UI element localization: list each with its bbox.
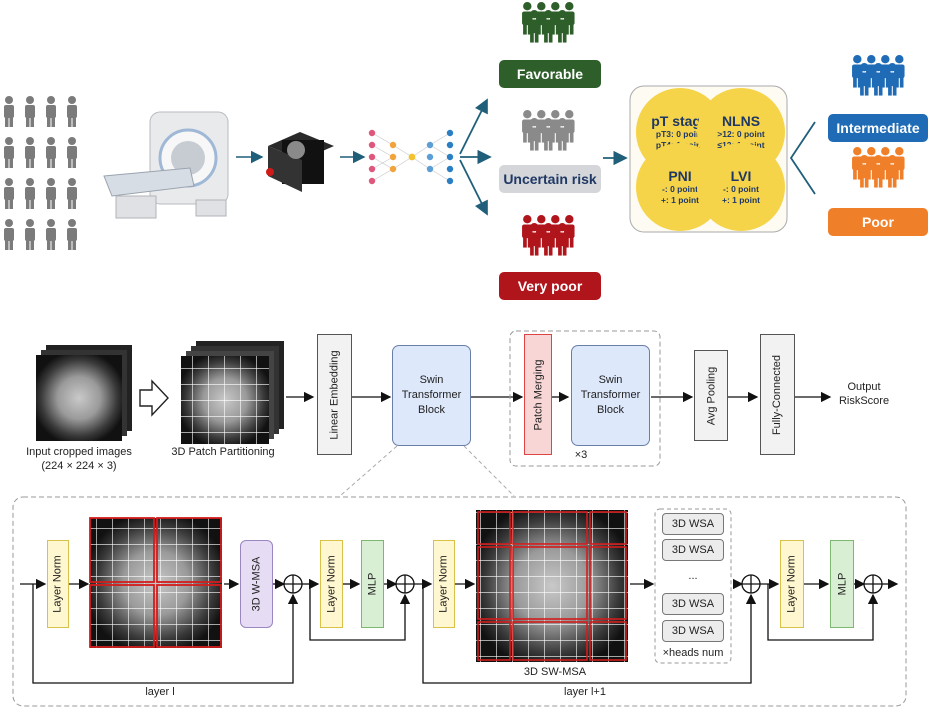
patient-cohort-icon <box>4 96 77 250</box>
swin1-line3: Block <box>418 404 445 416</box>
fully-connected-box: Fully-Connected <box>760 334 795 455</box>
fully-connected-label: Fully-Connected <box>771 354 784 435</box>
detail-flow-arrows <box>20 578 899 684</box>
uncertain-group-icon <box>522 110 575 151</box>
intermediate-group-icon <box>852 55 905 96</box>
split-arrows <box>789 121 816 195</box>
avg-pooling-label: Avg Pooling <box>705 366 718 425</box>
layer-norm-3: Layer Norm <box>433 540 455 628</box>
wsa-box-4: 3D WSA <box>662 620 724 642</box>
input-caption-1: Input cropped images <box>26 446 132 458</box>
swin2-line3: Block <box>597 404 624 416</box>
mlp-box-2: MLP <box>830 540 854 628</box>
detail-outline <box>12 496 907 707</box>
patch-merging-label: Patch Merging <box>532 359 544 430</box>
layer-l-label: layer l <box>145 686 175 698</box>
intermediate-label: Intermediate <box>828 114 928 142</box>
w-msa-label: 3D W-MSA <box>250 556 263 612</box>
layer-norm-4-label: Layer Norm <box>786 555 798 613</box>
layer-norm-2-label: Layer Norm <box>325 555 338 613</box>
patch-partition-caption: 3D Patch Partitioning <box>171 446 275 458</box>
w-msa-window-image <box>89 517 222 648</box>
poor-group-icon <box>852 147 905 188</box>
repeat-label: ×3 <box>574 449 588 461</box>
pt-stage-line1: pT3: 0 point <box>655 129 705 139</box>
sw-msa-caption: 3D SW-MSA <box>523 666 587 678</box>
linear-embedding-label: Linear Embedding <box>328 349 341 440</box>
wsa-box-1: 3D WSA <box>662 513 724 535</box>
swin2-line1: Swin <box>598 374 623 386</box>
layer-l1-label: layer l+1 <box>564 686 606 698</box>
output-label-2: RiskScore <box>838 395 890 407</box>
wsa-ellipsis: ... <box>688 570 698 582</box>
layer-norm-1: Layer Norm <box>47 540 69 628</box>
layer-norm-2: Layer Norm <box>320 540 343 628</box>
linear-embedding-box: Linear Embedding <box>317 334 352 455</box>
mri-scanner-icon <box>103 111 229 219</box>
mlp-box-1: MLP <box>361 540 384 628</box>
hollow-arrow-icon <box>139 379 169 417</box>
patch-partition-stack <box>181 341 284 444</box>
pni-title: PNI <box>668 168 692 184</box>
very-poor-group-icon <box>522 215 575 256</box>
lvi-title: LVI <box>730 168 752 184</box>
input-caption-2: (224 × 224 × 3) <box>41 460 117 472</box>
favorable-group-icon <box>522 2 575 43</box>
w-msa-box: 3D W-MSA <box>240 540 273 628</box>
wsa-box-3: 3D WSA <box>662 593 724 615</box>
zoom-lines <box>339 445 515 497</box>
neural-network-icon <box>368 129 454 185</box>
layer-norm-1-label: Layer Norm <box>52 555 64 613</box>
uncertain-risk-label: Uncertain risk <box>499 165 601 193</box>
pt-stage-title: pT stage <box>651 113 709 129</box>
very-poor-label: Very poor <box>499 272 601 300</box>
input-image-stack <box>36 345 132 441</box>
favorable-label: Favorable <box>499 60 601 88</box>
poor-label: Poor <box>828 208 928 236</box>
swin1-line1: Swin <box>419 374 444 386</box>
mri-volume-icon <box>266 132 334 192</box>
nlns-line1: >12: 0 point <box>717 129 765 139</box>
mlp-1-label: MLP <box>366 572 379 596</box>
lvi-line1: -: 0 point <box>723 184 759 194</box>
branch-arrows <box>459 98 492 216</box>
wsa-box-2: 3D WSA <box>662 539 724 561</box>
layer-norm-4: Layer Norm <box>780 540 804 628</box>
nlns-title: NLNS <box>721 113 761 129</box>
heads-num-label: ×heads num <box>662 647 724 659</box>
swin1-line2: Transformer <box>401 389 462 401</box>
pni-line2: +: 1 point <box>660 195 699 205</box>
patch-merging-box: Patch Merging <box>524 334 552 455</box>
sw-msa-window-image <box>476 510 628 662</box>
merge-group-outline <box>509 330 661 467</box>
avg-pooling-box: Avg Pooling <box>694 350 728 441</box>
swin2-line2: Transformer <box>580 389 641 401</box>
lvi-factor: LVI -: 0 point +: 1 point <box>697 143 785 231</box>
output-label-1: Output <box>847 381 881 393</box>
layer-norm-3-label: Layer Norm <box>438 555 450 613</box>
pni-line1: -: 0 point <box>662 184 698 194</box>
mlp-2-label: MLP <box>836 572 848 596</box>
residual-add-icons <box>283 574 883 594</box>
lvi-line2: +: 1 point <box>721 195 760 205</box>
